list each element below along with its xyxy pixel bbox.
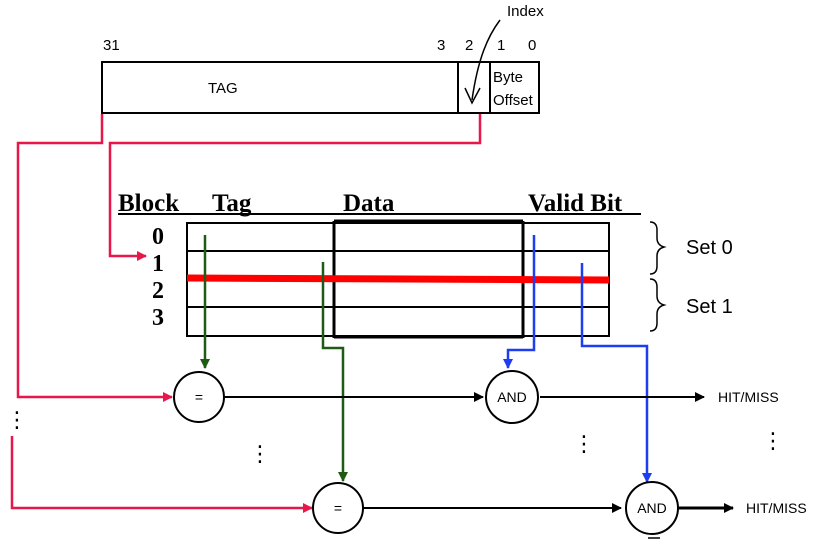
- ellipsis-valid: ⋮: [573, 431, 595, 456]
- set-0-brace: [649, 221, 667, 275]
- and-gate-set0-label: AND: [497, 389, 527, 405]
- index-callout-arrowhead: [464, 87, 481, 105]
- tag-field-label: TAG: [208, 80, 238, 97]
- and-gate-set1: [625, 481, 679, 535]
- byte-offset-label-line2: Offset: [493, 92, 534, 109]
- and-gates: AND AND: [485, 370, 679, 539]
- ellipsis-output: ⋮: [762, 428, 784, 453]
- comparator-set1-symbol: =: [334, 500, 342, 516]
- cache-table-headers: Block Tag Data Valid Bit: [118, 190, 641, 217]
- signal-wires: [224, 392, 734, 513]
- ellipses: ⋮ ⋮ ⋮ ⋮: [6, 407, 784, 466]
- set-1-brace: [649, 278, 667, 332]
- selected-row-highlight: [186, 274, 610, 284]
- tag-index-paths: [10, 114, 482, 513]
- block-number-3: 3: [152, 305, 164, 331]
- tag-path-arrow-top: [16, 114, 173, 402]
- header-valid-bit: Valid Bit: [528, 190, 623, 217]
- byte-offset-label-line1: Byte: [493, 69, 523, 86]
- index-callout-label: Index: [507, 3, 544, 20]
- hit-miss-output-set0: HIT/MISS: [718, 389, 779, 405]
- stored-tag-paths: [200, 235, 348, 482]
- tag-field-box: [101, 61, 459, 114]
- valid-bit-set0-arrow: [503, 235, 536, 369]
- block-number-1: 1: [152, 251, 164, 277]
- header-tag: Tag: [212, 190, 252, 217]
- index-callout-arrow: [471, 19, 501, 101]
- ellipsis-tag: ⋮: [249, 441, 271, 466]
- header-block: Block: [118, 190, 179, 217]
- block-number-0: 0: [152, 224, 164, 250]
- index-path-arrow: [108, 114, 482, 261]
- stored-tag-set1-arrow: [321, 262, 348, 482]
- header-data: Data: [343, 190, 395, 217]
- set-braces: Set 0 Set 1: [649, 221, 733, 332]
- set-1-label: Set 1: [686, 296, 733, 318]
- and-gate-set1-label: AND: [637, 500, 667, 516]
- bit-1-label: 1: [497, 37, 505, 54]
- tag-path-arrow-bottom: [10, 436, 313, 513]
- hit-miss-output-set1: HIT/MISS: [746, 500, 807, 516]
- outputs: HIT/MISS HIT/MISS: [718, 389, 807, 516]
- bit-2-label: 2: [465, 37, 473, 54]
- address-field: 31 3 2 1 0 TAG Byte Offset Index: [101, 3, 544, 114]
- and-gate-set0: [485, 370, 539, 424]
- comparator-set0-symbol: =: [195, 389, 203, 405]
- bit-31-label: 31: [103, 37, 120, 54]
- valid-bit-paths: [503, 235, 652, 483]
- bit-0-label: 0: [528, 37, 536, 54]
- valid-bit-set1-arrow: [580, 263, 652, 483]
- ellipsis-left: ⋮: [6, 407, 28, 432]
- byte-offset-field-box: [489, 61, 540, 114]
- block-numbers: 0 1 2 3: [152, 224, 164, 331]
- bit-3-label: 3: [437, 37, 445, 54]
- block-number-2: 2: [152, 278, 164, 304]
- set-0-label: Set 0: [686, 237, 733, 259]
